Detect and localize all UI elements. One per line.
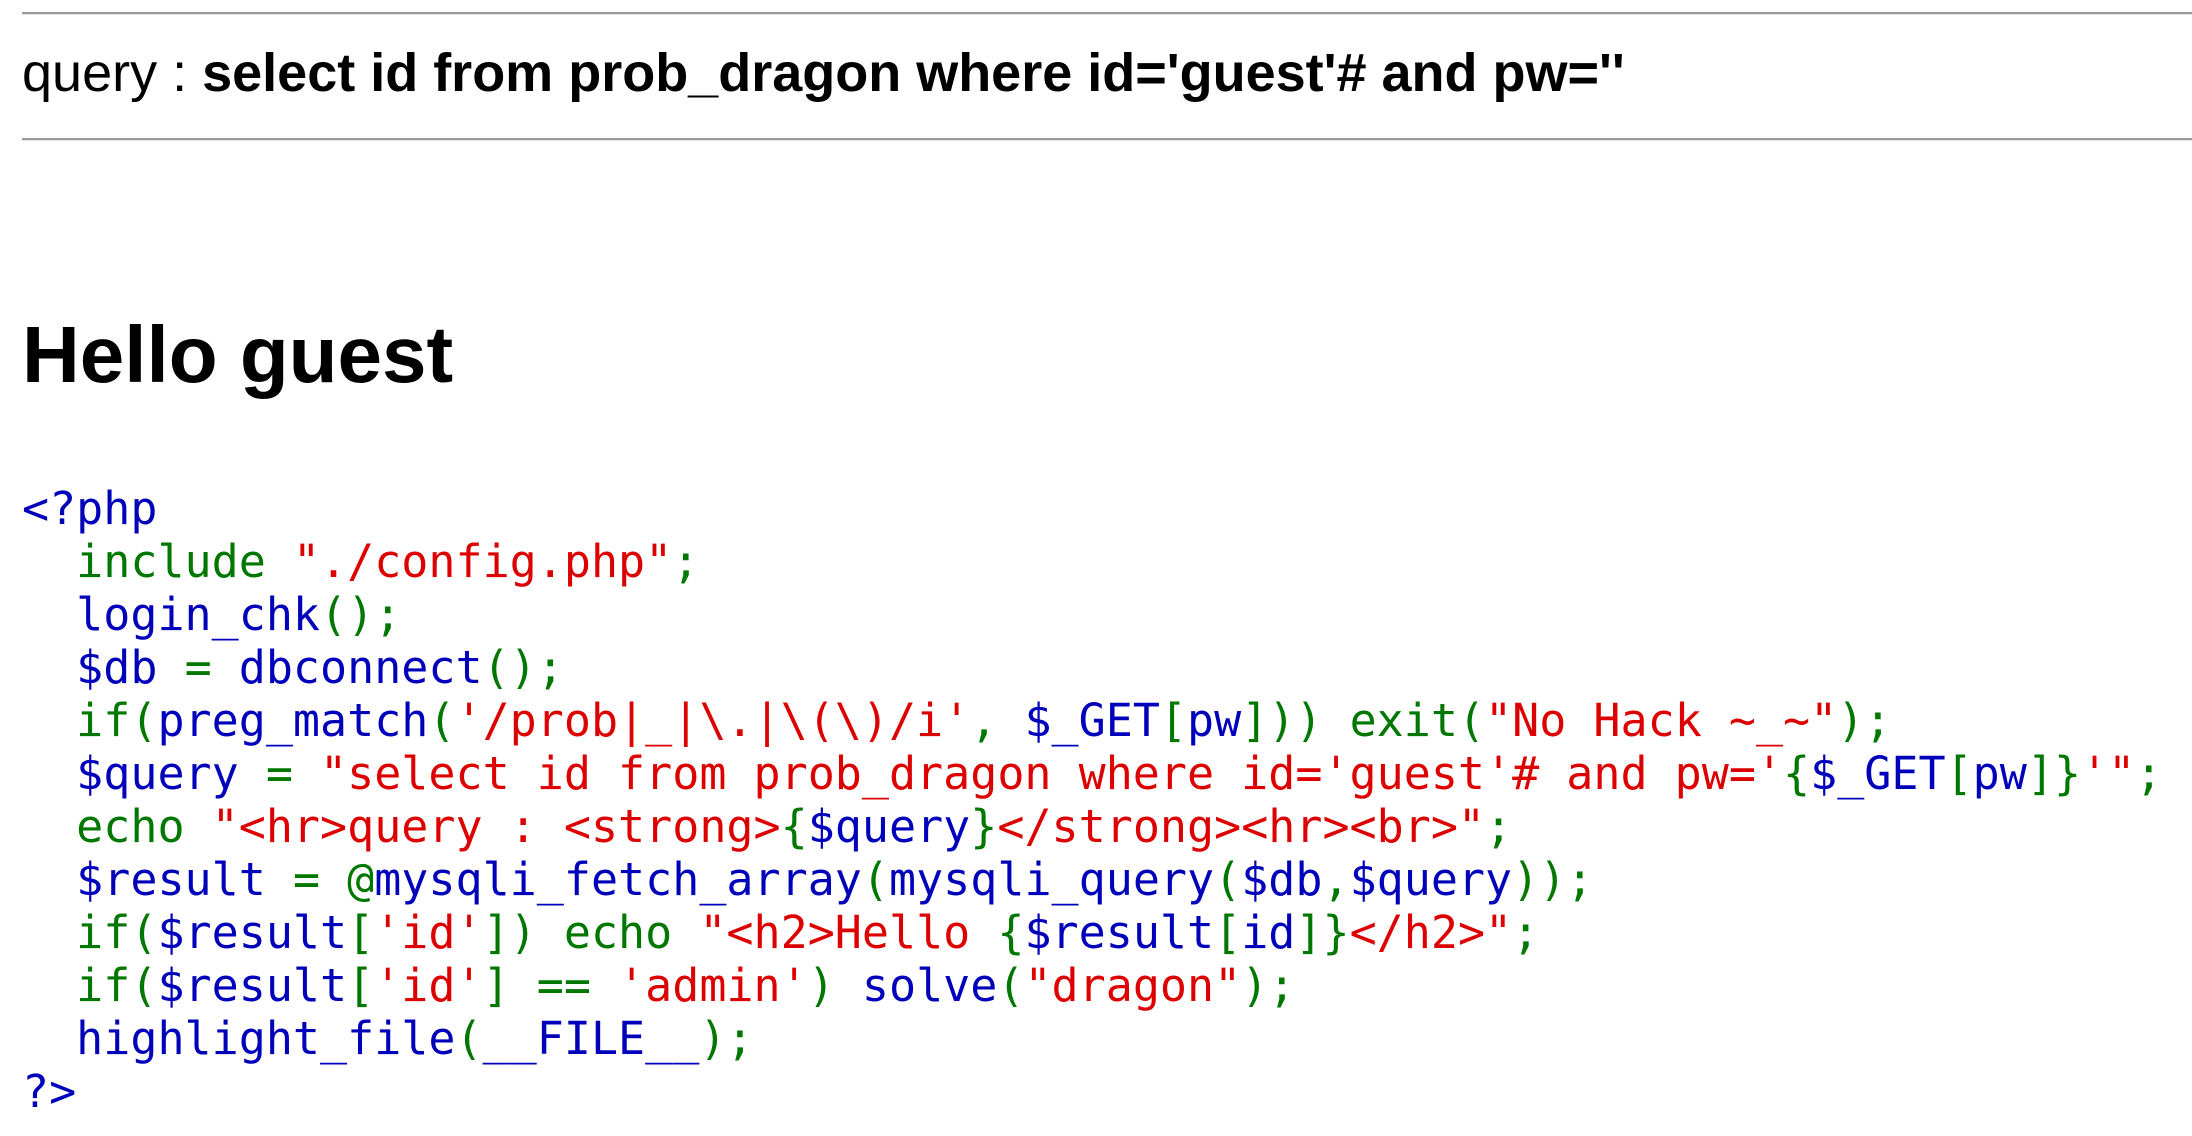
code-token: ] ==: [482, 959, 619, 1012]
code-token: 'admin': [618, 959, 808, 1012]
code-token: ,: [970, 694, 1025, 747]
code-line: ?>: [22, 1065, 2162, 1118]
code-token: preg_match: [157, 694, 429, 747]
code-token: ,: [1322, 853, 1350, 906]
code-line: if($result['id'] == 'admin') solve("drag…: [22, 959, 2162, 1012]
bottom-divider: [22, 138, 2192, 141]
code-token: $_GET: [1024, 694, 1160, 747]
code-token: (: [997, 959, 1025, 1012]
code-token: mysqli_query: [888, 853, 1215, 906]
code-token: ): [807, 959, 862, 1012]
code-line: login_chk();: [22, 588, 2162, 641]
code-line: if(preg_match('/prob|_|\.|\(\)/i', $_GET…: [22, 694, 2162, 747]
code-token: 'id': [374, 959, 483, 1012]
code-token: $_GET: [1810, 747, 1946, 800]
code-token: ]}: [1295, 906, 1350, 959]
code-token: ();: [320, 588, 402, 641]
code-token: solve: [861, 959, 998, 1012]
code-token: (: [861, 853, 889, 906]
code-token: (: [428, 694, 456, 747]
code-token: =: [265, 747, 321, 800]
code-token: (: [1214, 853, 1242, 906]
code-token: $result: [22, 853, 293, 906]
code-token: );: [699, 1012, 754, 1065]
code-token: $query: [807, 800, 971, 853]
code-line: highlight_file(__FILE__);: [22, 1012, 2162, 1065]
code-token: "<h2>Hello: [699, 906, 998, 959]
code-token: echo: [22, 800, 212, 853]
code-token: if(: [22, 906, 158, 959]
code-token: ])) exit(: [1241, 694, 1486, 747]
code-token: "./config.php": [292, 535, 673, 588]
code-token: </strong><hr><br>": [997, 800, 1486, 853]
code-token: $result: [1024, 906, 1215, 959]
code-token: =: [184, 641, 239, 694]
code-token: [: [347, 906, 375, 959]
query-line: query : select id from prob_dragon where…: [22, 38, 1625, 108]
code-token: "select id from prob_dragon where id='gu…: [320, 747, 1784, 800]
code-token: '/prob|_|\.|\(\)/i': [455, 694, 971, 747]
code-line: echo "<hr>query : <strong>{$query}</stro…: [22, 800, 2162, 853]
code-token: mysqli_fetch_array: [374, 853, 862, 906]
code-token: ));: [1512, 853, 1594, 906]
php-source-code: <?php include "./config.php"; login_chk(…: [22, 482, 2162, 1118]
code-token: ;: [672, 535, 700, 588]
code-token: <?php: [22, 482, 158, 535]
code-token: ]) echo: [482, 906, 700, 959]
code-token: __FILE__: [482, 1012, 700, 1065]
code-token: ]}: [2026, 747, 2082, 800]
code-line: $query = "select id from prob_dragon whe…: [22, 747, 2162, 800]
code-token: {: [997, 906, 1025, 959]
code-token: $result: [157, 959, 348, 1012]
code-token: [: [1214, 906, 1242, 959]
code-line: if($result['id']) echo "<h2>Hello {$resu…: [22, 906, 2162, 959]
code-token: = @: [292, 853, 375, 906]
code-token: id: [1241, 906, 1296, 959]
code-line: $result = @mysqli_fetch_array(mysqli_que…: [22, 853, 2162, 906]
code-token: $db: [22, 641, 185, 694]
top-divider: [22, 12, 2192, 15]
code-token: dbconnect: [238, 641, 483, 694]
code-token: $query: [22, 747, 266, 800]
code-token: ;: [1485, 800, 1513, 853]
query-text: select id from prob_dragon where id='gue…: [202, 43, 1625, 103]
code-token: if(: [22, 959, 158, 1012]
code-token: $db: [1241, 853, 1323, 906]
code-token: $query: [1349, 853, 1513, 906]
code-token: ();: [482, 641, 564, 694]
code-token: ?>: [22, 1065, 77, 1118]
code-token: ;: [2135, 747, 2163, 800]
code-token: [: [1159, 694, 1188, 747]
code-token: ;: [1512, 906, 1540, 959]
code-token: [: [1945, 747, 1973, 800]
code-token: "dragon": [1024, 959, 1242, 1012]
code-token: "<hr>query : <strong>: [211, 800, 781, 853]
code-token: {: [780, 800, 808, 853]
code-token: </h2>": [1349, 906, 1513, 959]
code-token: if(: [22, 694, 158, 747]
code-token: "No Hack ~_~": [1485, 694, 1838, 747]
code-token: $result: [157, 906, 348, 959]
code-token: highlight_file: [22, 1012, 456, 1065]
code-line: <?php: [22, 482, 2162, 535]
code-line: $db = dbconnect();: [22, 641, 2162, 694]
code-token: '": [2081, 747, 2136, 800]
code-token: pw: [1187, 694, 1242, 747]
code-token: (: [455, 1012, 483, 1065]
greeting-heading: Hello guest: [22, 310, 454, 399]
code-line: include "./config.php";: [22, 535, 2162, 588]
code-token: login_chk: [22, 588, 321, 641]
code-token: include: [22, 535, 293, 588]
query-label: query :: [22, 43, 203, 103]
code-token: );: [1837, 694, 1892, 747]
code-token: }: [970, 800, 998, 853]
code-token: {: [1783, 747, 1811, 800]
code-token: pw: [1972, 747, 2027, 800]
code-token: [: [347, 959, 375, 1012]
code-token: );: [1241, 959, 1296, 1012]
code-token: 'id': [374, 906, 483, 959]
